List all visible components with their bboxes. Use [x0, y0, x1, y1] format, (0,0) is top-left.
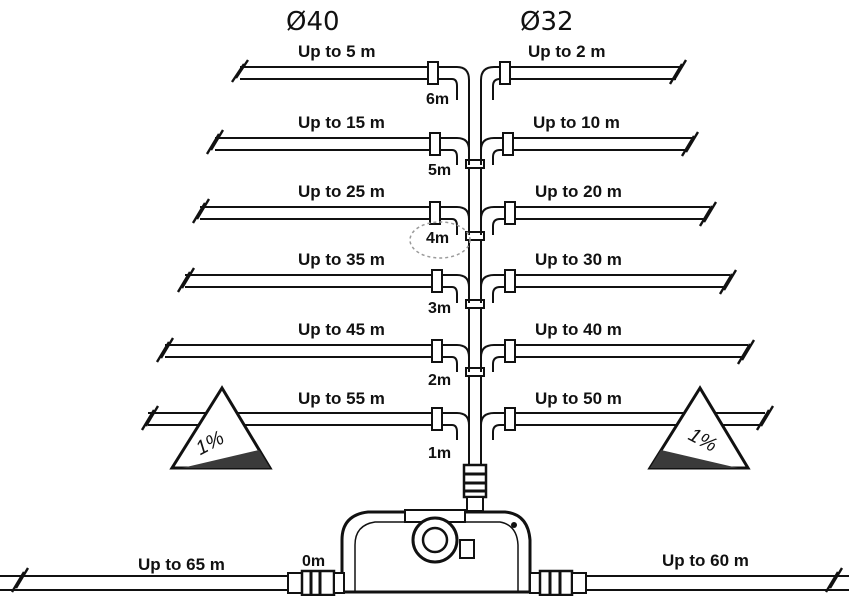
right-slope-triangle-icon: 1%	[647, 385, 751, 470]
height-5m-label: 5m	[428, 162, 451, 179]
right-run-2m-label: Up to 40 m	[535, 320, 622, 339]
left-run-2m-label: Up to 45 m	[298, 320, 385, 339]
branch-level-4m	[191, 198, 718, 259]
riser-coupling	[462, 463, 488, 512]
height-2m-label: 2m	[428, 372, 451, 389]
height-4m-label: 4m	[426, 230, 449, 247]
right-run-1m-label: Up to 50 m	[535, 389, 622, 408]
left-run-6m-label: Up to 5 m	[298, 42, 375, 61]
base-left-pipe	[0, 567, 345, 596]
left-slope-triangle-icon: 1%	[169, 385, 273, 470]
left-run-4m-label: Up to 25 m	[298, 182, 385, 201]
branch-level-2m	[155, 337, 756, 372]
right-run-6m-label: Up to 2 m	[528, 42, 605, 61]
left-run-3m-label: Up to 35 m	[298, 250, 385, 269]
base-right-run-label: Up to 60 m	[662, 551, 749, 570]
left-run-5m-label: Up to 15 m	[298, 113, 385, 132]
height-0m-label: 0m	[302, 553, 325, 570]
left-run-1m-label: Up to 55 m	[298, 389, 385, 408]
height-1m-label: 1m	[428, 445, 451, 462]
branch-level-6m	[231, 59, 688, 100]
left-diameter-label: Ø40	[286, 7, 340, 37]
branch-level-3m	[176, 267, 738, 303]
height-3m-label: 3m	[428, 300, 451, 317]
base-left-run-label: Up to 65 m	[138, 555, 225, 574]
height-6m-label: 6m	[426, 91, 449, 108]
right-run-3m-label: Up to 30 m	[535, 250, 622, 269]
right-run-4m-label: Up to 20 m	[535, 182, 622, 201]
pump-unit	[340, 509, 532, 594]
branch-level-5m	[205, 129, 700, 165]
right-run-5m-label: Up to 10 m	[533, 113, 620, 132]
base-right-pipe	[529, 567, 849, 596]
branch-level-1m	[140, 405, 775, 440]
right-diameter-label: Ø32	[520, 7, 574, 37]
